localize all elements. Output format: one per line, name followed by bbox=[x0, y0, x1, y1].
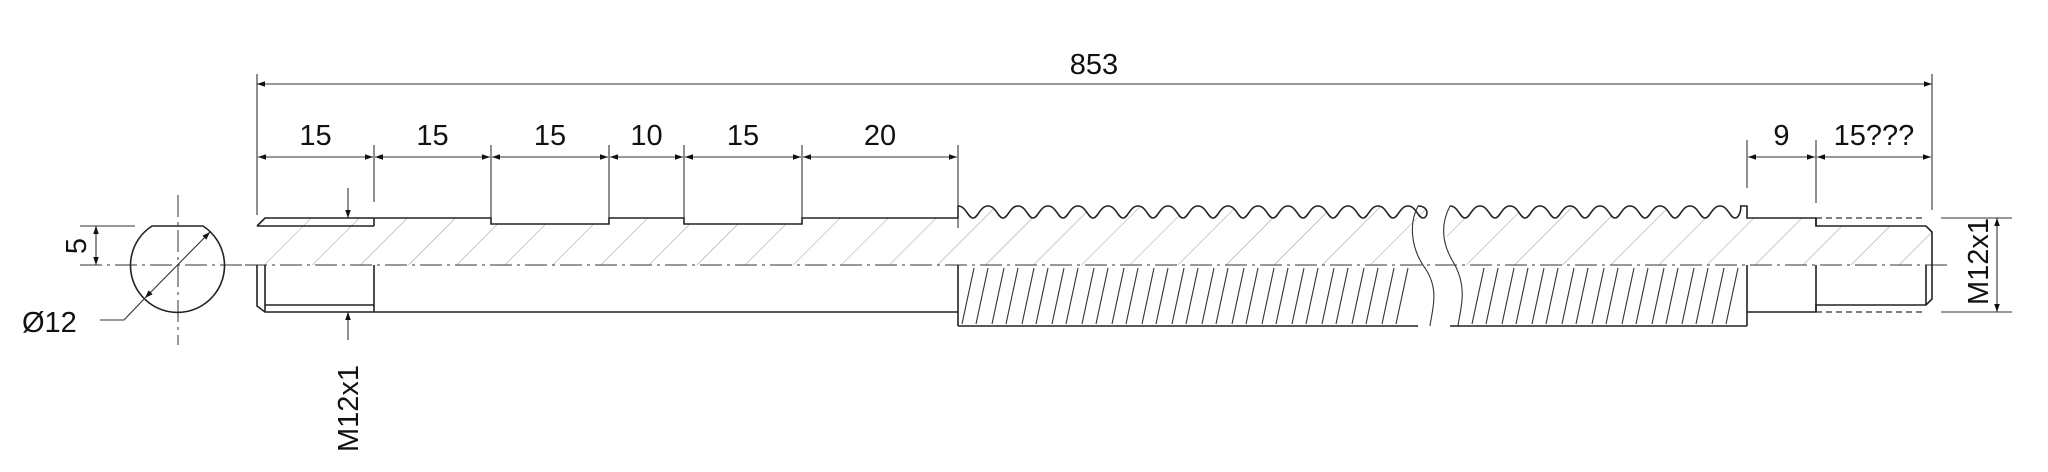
thread-flank bbox=[1035, 267, 1049, 325]
thread-flank bbox=[1261, 267, 1275, 325]
thread-flank bbox=[1681, 267, 1695, 325]
thread-flank bbox=[961, 267, 975, 325]
segment-length-label: 15??? bbox=[1834, 120, 1915, 152]
thread-flank bbox=[1141, 267, 1155, 325]
diameter-label: Ø12 bbox=[22, 307, 77, 339]
right-thread-label: M12x1 bbox=[1963, 218, 1995, 305]
thread-flank bbox=[1291, 267, 1305, 325]
thread-flank bbox=[1531, 267, 1545, 325]
thread-flank bbox=[1395, 267, 1409, 325]
right-thread-callout: M12x1 bbox=[1941, 217, 2012, 313]
segment-length-label: 15 bbox=[299, 120, 331, 152]
thread-flank bbox=[1111, 267, 1125, 325]
segment-length-label: 20 bbox=[864, 120, 896, 152]
thread-flank bbox=[1095, 267, 1109, 325]
shaft-section-view bbox=[245, 205, 1950, 327]
thread-flank bbox=[1005, 267, 1019, 325]
left-thread-label: M12x1 bbox=[333, 365, 365, 452]
thread-flank bbox=[991, 267, 1005, 325]
thread-flank bbox=[1651, 267, 1665, 325]
segment-length-label: 10 bbox=[630, 120, 662, 152]
thread-flank bbox=[1471, 267, 1485, 325]
break-line bbox=[1411, 205, 1435, 327]
thread-flank bbox=[1305, 267, 1319, 325]
thread-flank bbox=[1635, 267, 1649, 325]
thread-flank bbox=[1155, 267, 1169, 325]
thread-flank bbox=[1561, 267, 1575, 325]
segment-dimensions: 15 15 15 10 15 20 9 15??? bbox=[258, 120, 1931, 228]
thread-flank bbox=[1335, 267, 1349, 325]
segment-length-label: 15 bbox=[534, 120, 566, 152]
thread-flank bbox=[975, 267, 989, 325]
thread-flank bbox=[1275, 267, 1289, 325]
segment-length-label: 15 bbox=[416, 120, 448, 152]
segment-length-label: 9 bbox=[1773, 120, 1789, 152]
flat-depth-label: 5 bbox=[61, 238, 93, 254]
shaft-outline bbox=[256, 205, 1428, 227]
thread-flank bbox=[1501, 267, 1515, 325]
thread-flank bbox=[1321, 267, 1335, 325]
thread-flank bbox=[1515, 267, 1529, 325]
thread-flank bbox=[1545, 267, 1559, 325]
segment-length-label: 15 bbox=[727, 120, 759, 152]
thread-flank bbox=[1215, 267, 1229, 325]
thread-flank bbox=[1171, 267, 1185, 325]
shaft-outline bbox=[1449, 205, 1933, 265]
thread-flank bbox=[1245, 267, 1259, 325]
thread-flank bbox=[1365, 267, 1379, 325]
thread-flank bbox=[1695, 267, 1709, 325]
thread-flank bbox=[1201, 267, 1215, 325]
overall-dimension: 853 bbox=[256, 49, 1933, 215]
shaft-outline bbox=[256, 265, 958, 313]
thread-flank bbox=[1065, 267, 1079, 325]
thread-flank bbox=[1621, 267, 1635, 325]
thread-flank bbox=[1081, 267, 1095, 325]
thread-flank bbox=[1231, 267, 1245, 325]
thread-flank bbox=[1125, 267, 1139, 325]
thread-flank bbox=[1575, 267, 1589, 325]
thread-flank bbox=[1021, 267, 1035, 325]
cross-section: 5 Ø12 bbox=[22, 195, 260, 345]
left-thread-callout: M12x1 bbox=[333, 188, 365, 452]
thread-flank bbox=[1381, 267, 1395, 325]
overall-length-label: 853 bbox=[1070, 49, 1118, 81]
thread-flank bbox=[1711, 267, 1725, 325]
thread-flank bbox=[1725, 267, 1739, 325]
thread-flank bbox=[1591, 267, 1605, 325]
thread-flank bbox=[1665, 267, 1679, 325]
thread-flank bbox=[1185, 267, 1199, 325]
thread-flank bbox=[1605, 267, 1619, 325]
thread-flank bbox=[1051, 267, 1065, 325]
thread-flank bbox=[1485, 267, 1499, 325]
thread-flank bbox=[1351, 267, 1365, 325]
